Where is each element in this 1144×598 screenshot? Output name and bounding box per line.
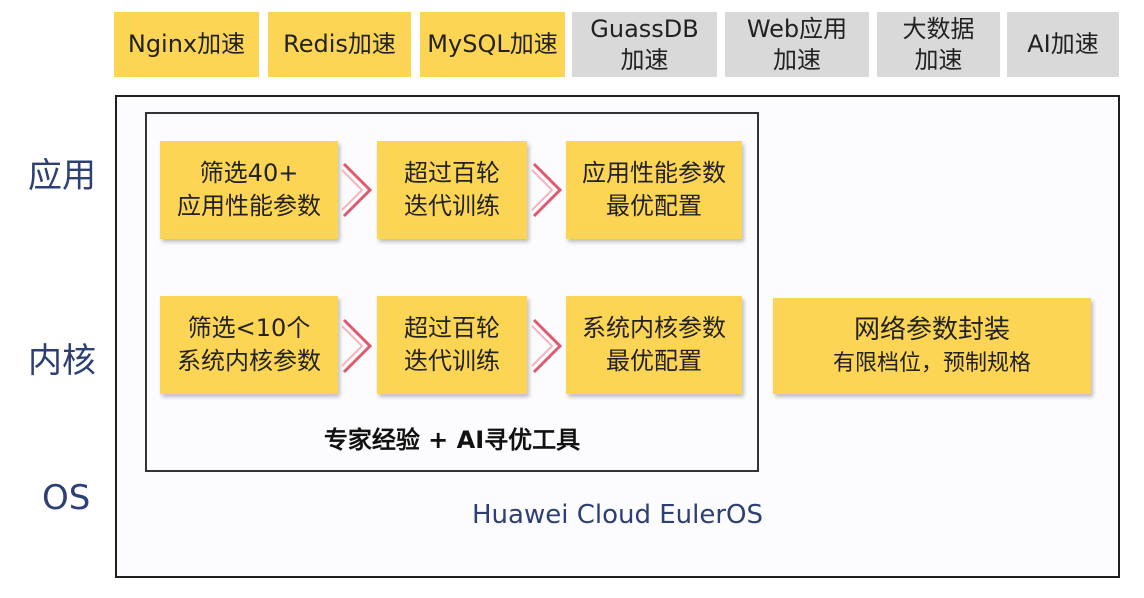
kernel-step-training: 超过百轮 迭代训练	[377, 296, 527, 394]
tab-big-data[interactable]: 大数据 加速	[877, 12, 1000, 77]
chevron-right-icon	[341, 162, 373, 218]
tab-web-app[interactable]: Web应用 加速	[725, 12, 869, 77]
kernel-step-optimal: 系统内核参数 最优配置	[566, 296, 742, 394]
tab-mysql[interactable]: MySQL加速	[420, 12, 565, 77]
chevron-right-icon	[341, 318, 373, 374]
network-params-title: 网络参数封装	[853, 315, 1010, 345]
tab-ai[interactable]: AI加速	[1007, 12, 1119, 77]
tab-nginx[interactable]: Nginx加速	[114, 12, 259, 77]
layer-label-kernel: 内核	[28, 341, 96, 381]
tuning-frame	[145, 112, 759, 472]
chevron-right-icon	[531, 162, 563, 218]
network-params-box: 网络参数封装 有限档位，预制规格	[773, 298, 1091, 394]
app-step-optimal: 应用性能参数 最优配置	[566, 141, 742, 239]
layer-label-os: OS	[42, 478, 91, 518]
chevron-right-icon	[531, 318, 563, 374]
network-params-subtitle: 有限档位，预制规格	[832, 351, 1031, 376]
tab-guassdb[interactable]: GuassDB 加速	[572, 12, 717, 77]
app-step-filter: 筛选40+ 应用性能参数	[160, 141, 338, 239]
kernel-step-filter: 筛选<10个 系统内核参数	[160, 296, 338, 394]
tab-redis[interactable]: Redis加速	[268, 12, 411, 77]
layer-label-app: 应用	[28, 156, 96, 196]
tuning-caption: 专家经验 + AI寻优工具	[323, 426, 581, 454]
os-name: Huawei Cloud EulerOS	[471, 500, 764, 530]
app-step-training: 超过百轮 迭代训练	[377, 141, 527, 239]
